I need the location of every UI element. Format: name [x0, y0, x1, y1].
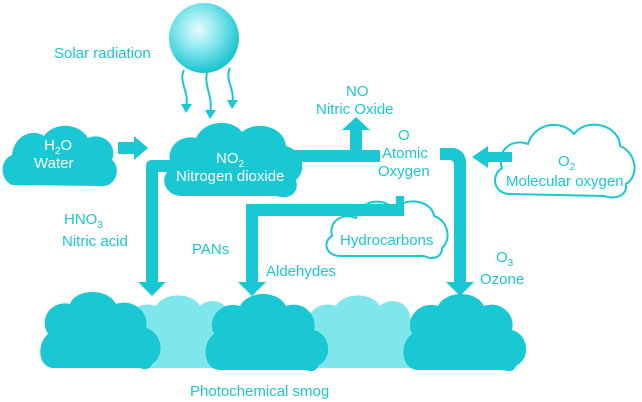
hno3-formula: HNO3 [64, 211, 103, 231]
nitric-oxide-label: Nitric Oxide [316, 101, 394, 118]
sun-icon [169, 3, 239, 73]
o2-label: Molecular oxygen [506, 173, 624, 190]
ozone-label: Ozone [480, 271, 524, 288]
no-formula: NO [346, 83, 369, 100]
atomic-oxygen-label-2: Oxygen [378, 163, 430, 180]
aldehydes-label: Aldehydes [266, 263, 336, 280]
water-formula: H2O [44, 137, 72, 157]
photochemical-smog-label: Photochemical smog [190, 383, 329, 400]
water-to-no2-arrow [118, 136, 148, 160]
pans-label: PANs [192, 241, 229, 258]
hydrocarbons-to-aldehydes-arrow [238, 196, 404, 296]
atomic-oxygen-formula: O [398, 127, 410, 144]
water-label: Water [34, 155, 73, 172]
atomic-oxygen-label-1: Atomic [382, 145, 428, 162]
no2-to-hno3-arrow [138, 160, 172, 296]
no2-label: Nitrogen dioxide [176, 168, 284, 185]
hno3-label: Nitric acid [62, 233, 128, 250]
o2-formula: O2 [558, 153, 576, 173]
hydrocarbons-label: Hydrocarbons [340, 232, 433, 249]
water-cloud [2, 125, 117, 187]
solar-radiation-label: Solar radiation [54, 45, 151, 62]
nitrogen-dioxide-cloud [164, 122, 303, 198]
molecular-oxygen-cloud [494, 123, 636, 199]
photochemical-smog-cloud [40, 292, 527, 372]
atomic-oxygen-to-ozone-arrow [440, 148, 474, 296]
ozone-formula: O3 [496, 249, 514, 269]
o2-to-atomic-oxygen-arrow [472, 146, 512, 168]
no2-formula: NO2 [216, 150, 245, 170]
no2-to-no-arrow [290, 117, 380, 162]
